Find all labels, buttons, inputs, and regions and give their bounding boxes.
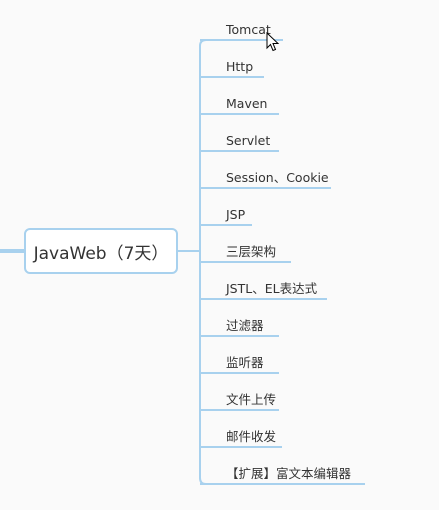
branch-topic[interactable]: Http — [226, 59, 254, 74]
branch-topic[interactable]: Servlet — [226, 133, 271, 148]
central-topic-javaweb[interactable]: JavaWeb（7天） — [24, 228, 178, 274]
branch-topic[interactable]: Maven — [226, 96, 268, 111]
branch-topic[interactable]: 监听器 — [226, 355, 264, 370]
branch-topic[interactable]: JSTL、EL表达式 — [226, 281, 318, 296]
branch-topic[interactable]: 【扩展】富文本编辑器 — [226, 466, 352, 481]
branch-topic[interactable]: 过滤器 — [226, 318, 264, 333]
branch-topic[interactable]: 文件上传 — [226, 392, 277, 407]
branch-topic[interactable]: Session、Cookie — [226, 170, 329, 185]
branch-topic[interactable]: 三层架构 — [226, 244, 277, 259]
mouse-pointer-icon — [266, 32, 280, 52]
branch-topic[interactable]: JSP — [226, 207, 246, 222]
branch-topic[interactable]: Tomcat — [226, 22, 271, 37]
branch-topic[interactable]: 邮件收发 — [226, 429, 277, 444]
